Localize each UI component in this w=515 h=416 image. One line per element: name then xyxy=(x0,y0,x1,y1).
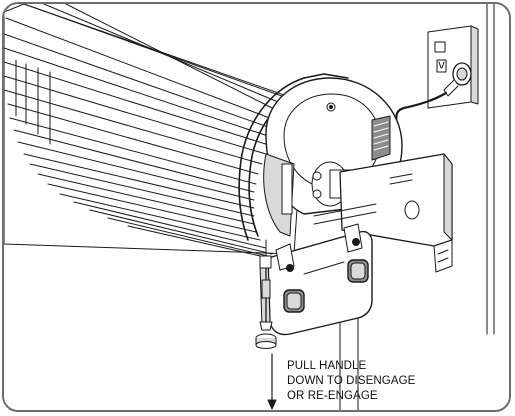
roller-motor-illustration xyxy=(4,4,495,410)
instruction-caption: PULL HANDLE DOWN TO DISENGAGE OR RE-ENGA… xyxy=(287,359,415,404)
wall-bracket xyxy=(313,153,453,273)
pull-handle[interactable] xyxy=(255,239,277,349)
wall xyxy=(339,4,495,410)
override-gearbox xyxy=(259,223,373,336)
caption-line-1: PULL HANDLE xyxy=(287,360,367,372)
caption-line-2: DOWN TO DISENGAGE xyxy=(287,375,416,387)
roller-tube xyxy=(4,4,305,261)
caption-line-3: OR RE-ENGAGE xyxy=(287,390,378,402)
down-arrow-icon xyxy=(267,353,277,410)
power-outlet-icon xyxy=(427,25,479,109)
diagram-frame: PULL HANDLE DOWN TO DISENGAGE OR RE-ENGA… xyxy=(2,2,511,412)
